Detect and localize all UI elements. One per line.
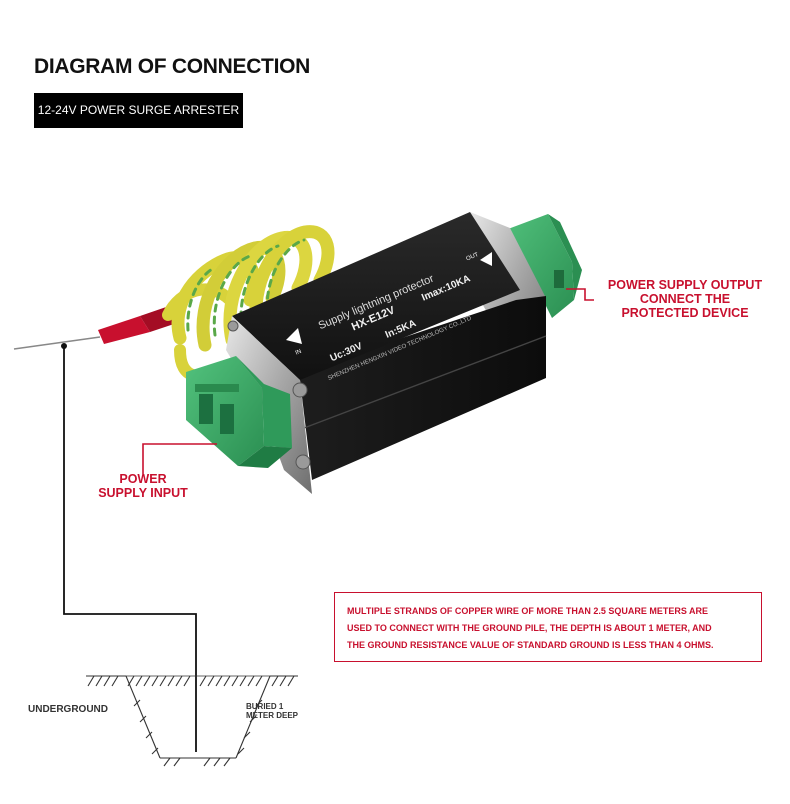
out-marker: OUT <box>465 252 479 263</box>
output-callout-line <box>566 288 594 301</box>
underground-label: UNDERGROUND <box>28 704 108 715</box>
input-callout-line <box>142 443 217 474</box>
note-line3: THE GROUND RESISTANCE VALUE OF STANDARD … <box>347 640 714 650</box>
grounding-note-box: MULTIPLE STRANDS OF COPPER WIRE OF MORE … <box>334 592 762 662</box>
ground-wire-coil <box>162 225 335 382</box>
buried-label-line1: BURIED 1 <box>246 702 284 711</box>
note-line1: MULTIPLE STRANDS OF COPPER WIRE OF MORE … <box>347 606 709 616</box>
output-callout-label: POWER SUPPLY OUTPUT CONNECT THE PROTECTE… <box>592 278 778 320</box>
output-terminal <box>500 214 582 318</box>
output-label-line1: POWER SUPPLY OUTPUT <box>607 278 763 292</box>
diagram-title: DIAGRAM OF CONNECTION <box>34 55 311 78</box>
product-badge: 12-24V POWER SURGE ARRESTER <box>34 93 243 128</box>
in-marker: IN <box>295 349 303 357</box>
buried-depth-label: BURIED 1 METER DEEP <box>246 702 298 720</box>
output-label-line2: CONNECT THE <box>639 292 731 306</box>
input-terminal <box>186 356 292 468</box>
output-label-line3: PROTECTED DEVICE <box>621 306 749 320</box>
ground-wire-path <box>13 336 197 752</box>
surge-arrester-body <box>226 212 547 494</box>
note-line2: USED TO CONNECT WITH THE GROUND PILE, TH… <box>347 623 712 633</box>
input-callout-label: POWER SUPPLY INPUT <box>82 472 204 500</box>
input-label-line2: SUPPLY INPUT <box>98 486 188 500</box>
ground-trench-symbol <box>86 675 298 767</box>
input-label-line1: POWER <box>119 472 167 486</box>
buried-label-line2: METER DEEP <box>246 711 299 720</box>
